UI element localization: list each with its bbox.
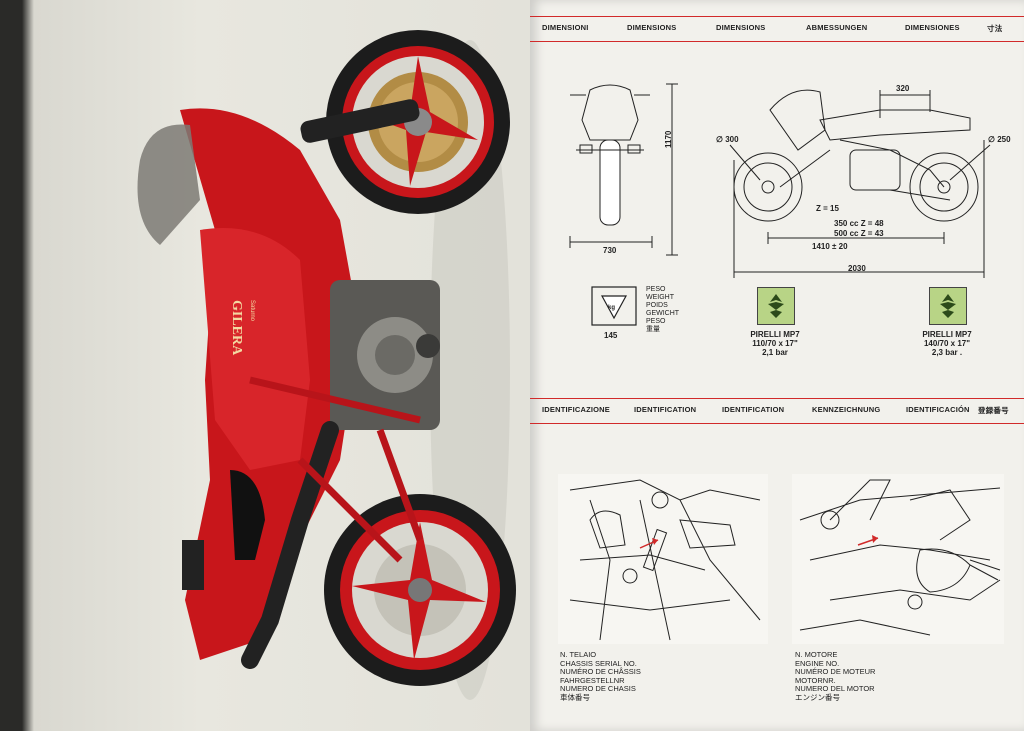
photo-page: GILERA Saturno [0,0,530,731]
rear-wheel [324,494,516,686]
identification-label-jp: 登録番号 [978,406,1009,415]
rear-disc-dimension: ∅ 250 [988,135,1011,144]
motorcycle-photo: GILERA Saturno [137,30,516,700]
identification-header: IDENTIFICAZIONE IDENTIFICATION IDENTIFIC… [530,398,1024,424]
height-dimension: 1170 [664,130,673,148]
identification-label-en: IDENTIFICATION [634,405,697,414]
width-dimension: 730 [603,246,617,255]
dimensions-label-fr: DIMENSIONS [716,23,766,32]
rear-tyre-icon [929,287,967,325]
rear-tyre-size: 140/70 x 17" [923,339,971,348]
rear-sprocket-350: 350 cc Z = 48 [834,219,884,228]
weight-value: 145 [604,331,618,340]
chassis-drawing [558,474,768,644]
front-sprocket-teeth: Z = 15 [816,204,839,213]
front-tyre-icon [757,287,795,325]
weight-unit: kg [608,305,616,311]
dimensions-label-jp: 寸法 [987,24,1003,33]
front-wheel [326,30,510,214]
seat-dimension: 320 [896,84,910,93]
identification-label-fr: IDENTIFICATION [722,405,785,414]
engine-drawing [792,474,1004,644]
identification-label-es: IDENTIFICACIÓN [906,405,970,414]
specs-page: DIMENSIONI DIMENSIONS DIMENSIONS ABMESSU… [530,0,1024,731]
rear-tyre-name: PIRELLI MP7 [922,330,972,339]
chassis-number-labels: N. TELAIO CHASSIS SERIAL NO. NUMÉRO DE C… [560,650,641,702]
identification-label-de: KENNZEICHNUNG [812,405,881,414]
dimensions-header: DIMENSIONI DIMENSIONS DIMENSIONS ABMESSU… [530,16,1024,42]
rear-tyre-pressure: 2,3 bar . [931,348,963,357]
front-disc-dimension: ∅ 300 [716,135,739,144]
rear-sprocket-500: 500 cc Z = 43 [834,229,884,238]
dimensions-label-en: DIMENSIONS [627,23,677,32]
front-tyre-pressure: 2,1 bar [762,348,788,357]
engine-number-labels: N. MOTORE ENGINE NO. NUMÉRO DE MOTEUR MO… [795,650,876,702]
weight-labels: PESO WEIGHT POIDS GEWICHT PESO 重量 [646,286,680,333]
wheelbase-dimension: 1410 ± 20 [812,242,848,251]
brand-subtitle: Saturno [249,300,255,322]
front-tyre-name: PIRELLI MP7 [750,330,800,339]
dimensions-label-es: DIMENSIONES [905,23,960,32]
dimensions-label-it: DIMENSIONI [542,23,589,32]
identification-label-it: IDENTIFICAZIONE [542,405,610,414]
dimensions-label-de: ABMESSUNGEN [806,23,868,32]
length-dimension: 2030 [848,264,866,273]
front-tyre-size: 110/70 x 17" [752,339,798,348]
front-view-drawing [558,83,1004,644]
brand-logo: GILERA [229,300,244,356]
